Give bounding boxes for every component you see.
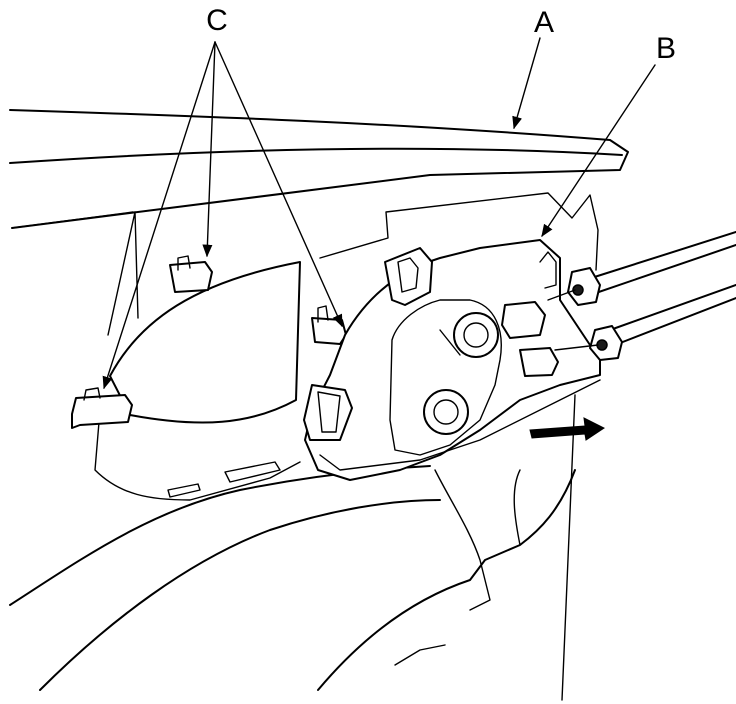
door-lower-sill [9, 461, 441, 691]
callout-label-c: C [206, 4, 228, 37]
door-lower-panel [317, 469, 576, 691]
clip-c-upper [169, 255, 213, 293]
access-hole-opening [94, 261, 301, 501]
inner-door-handle-assembly [303, 239, 601, 481]
door-panel-top-edge [9, 109, 629, 229]
callout-leaders [102, 37, 656, 390]
clip-c-lower-left [71, 387, 133, 429]
callout-label-b: B [656, 32, 676, 65]
callout-label-a: A [534, 6, 554, 39]
release-cables [547, 231, 736, 361]
door-inner-frame [11, 192, 599, 336]
vertical-reference-line [561, 394, 576, 701]
removal-direction-arrow [529, 417, 605, 441]
